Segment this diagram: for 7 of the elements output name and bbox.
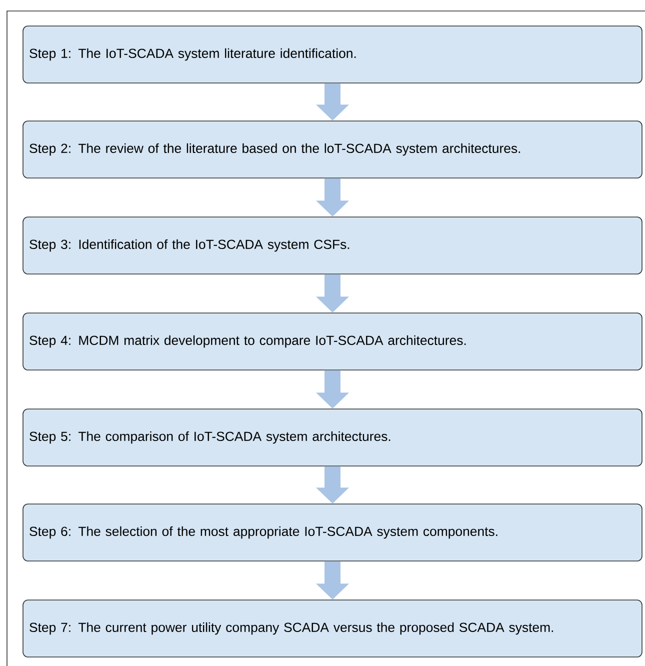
step-box: Step 6: The selection of the most appropriate IoT-SCADA system components. [22, 504, 642, 562]
step-box: Step 2: The review of the literature based on the loT-SCADA system architectures. [22, 120, 642, 178]
step-box: Step 5: The comparison of IoT-SCADA system architectures. [22, 408, 642, 466]
step-box: Step 4: MCDM matrix development to compare IoT-SCADA architectures. [22, 312, 642, 370]
step-box: Step 7: The current power utility company SCADA versus the proposed SCADA system. [22, 600, 642, 658]
step-box: Step 1: The IoT-SCADA system literature identification. [22, 26, 642, 84]
step-box: Step 3: Identification of the IoT-SCADA system CSFs. [22, 216, 642, 274]
